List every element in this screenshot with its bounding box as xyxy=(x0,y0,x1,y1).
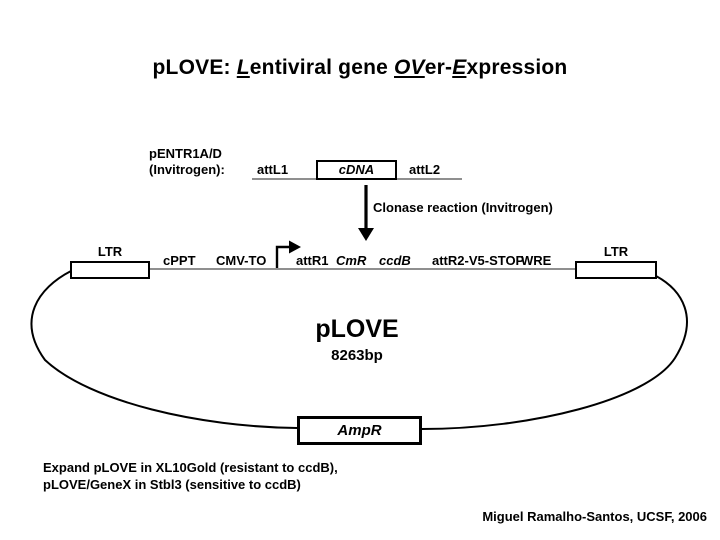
plasmid-size: 8263bp xyxy=(331,347,383,364)
plasmid-backbone-curve-right xyxy=(421,275,688,430)
plasmid-backbone-curve-left xyxy=(30,270,298,429)
entry-vector-name: pENTR1A/D xyxy=(149,146,222,161)
expansion-note: Expand pLOVE in XL10Gold (resistant to c… xyxy=(43,459,338,493)
plasmid-map-line xyxy=(150,268,575,270)
ltr-right-box xyxy=(575,261,657,279)
attl1-label: attL1 xyxy=(257,162,289,177)
title-part: xpression xyxy=(466,56,568,79)
ltr-right-label: LTR xyxy=(603,244,629,259)
promoter-arrow-icon xyxy=(275,240,301,270)
element-label-wre: WRE xyxy=(521,253,552,268)
element-label-ccdb: ccdB xyxy=(379,253,411,268)
title-part-emphasis-E: E xyxy=(452,56,467,79)
ltr-left-box xyxy=(70,261,150,279)
element-label-attr1: attR1 xyxy=(296,253,329,268)
credit-line: Miguel Ramalho-Santos, UCSF, 2006 xyxy=(482,509,707,524)
clonase-reaction-label: Clonase reaction (Invitrogen) xyxy=(373,200,553,215)
element-label-cmv-to: CMV-TO xyxy=(216,253,267,268)
plasmid-name: pLOVE xyxy=(315,315,399,343)
element-label-cppt: cPPT xyxy=(163,253,196,268)
title-part: er- xyxy=(424,56,453,79)
slide-title: pLOVE: Lentiviral gene OVer-Expression xyxy=(0,56,720,80)
entry-vector-vendor: (Invitrogen): xyxy=(149,162,225,177)
ltr-left-label: LTR xyxy=(97,244,123,259)
element-label-attr2-v5-stop: attR2-V5-STOP xyxy=(432,253,525,268)
expansion-note-line2: pLOVE/GeneX in Stbl3 (sensitive to ccdB) xyxy=(43,477,301,492)
entry-vector-label: pENTR1A/D (Invitrogen): xyxy=(149,146,225,178)
title-part: entiviral gene xyxy=(249,56,395,79)
expansion-note-line1: Expand pLOVE in XL10Gold (resistant to c… xyxy=(43,460,338,475)
clonase-down-arrow-icon xyxy=(358,185,374,241)
attl2-label: attL2 xyxy=(409,162,441,177)
ampr-box: AmpR xyxy=(297,416,422,445)
title-part-emphasis-OV: OV xyxy=(394,56,425,79)
cdna-box: cDNA xyxy=(316,160,397,180)
title-part-emphasis-L: L xyxy=(236,56,250,79)
title-part: pLOVE: xyxy=(152,56,237,79)
element-label-cmr: CmR xyxy=(336,253,367,268)
